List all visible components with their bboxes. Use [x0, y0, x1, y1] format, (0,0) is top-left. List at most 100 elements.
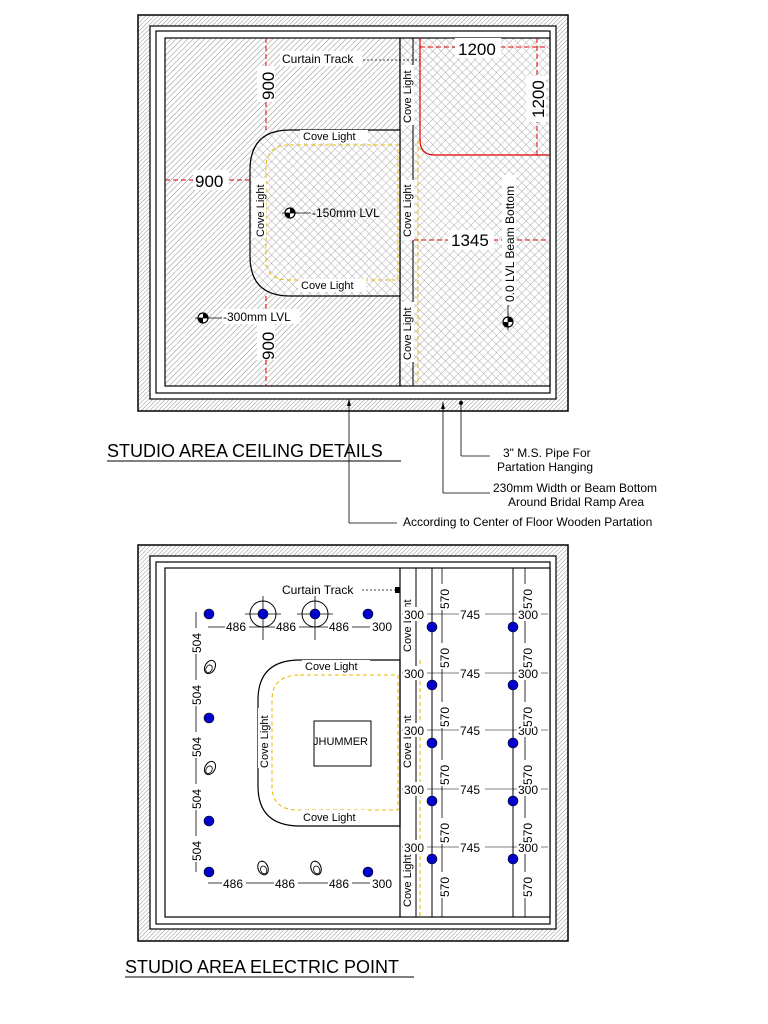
cove-light-label-partition-3: Cove Light: [402, 854, 414, 907]
right-grid-labels: 300 745 300 300 745 300 300 745 300 300 …: [403, 607, 541, 855]
blue-dot-icon: [362, 608, 374, 620]
dim-900-bottom-text: 900: [259, 332, 278, 360]
blue-dot-icon: [507, 621, 519, 633]
dim-1345-text: 1345: [451, 231, 489, 250]
blue-dot-icon: [507, 853, 519, 865]
cove-light-label-left: Cove Light: [259, 715, 271, 768]
ceiling-central-panel: [249, 129, 401, 297]
dim-300-r3a: 300: [404, 724, 424, 738]
cove-light-label-partition-2: Cove Light: [402, 184, 414, 237]
dim-486-top-2: 486: [276, 620, 296, 634]
dim-504-2: 504: [190, 685, 204, 705]
level-300-label: -300mm LVL: [223, 310, 291, 324]
light-points: [203, 608, 519, 878]
curtain-track-label: Curtain Track: [282, 583, 354, 597]
level-150-label: -150mm LVL: [312, 206, 380, 220]
dim-486-bottom-1: 486: [223, 877, 243, 891]
dimension-1345: 1345: [413, 230, 550, 250]
dim-486-top-3: 486: [329, 620, 349, 634]
dim-504-1: 504: [190, 633, 204, 653]
curtain-track-marker: [395, 587, 400, 593]
dim-300-bottom: 300: [372, 877, 392, 891]
blue-dot-icon: [203, 866, 215, 878]
dim-300-r1a: 300: [404, 608, 424, 622]
blue-dot-icon: [203, 815, 215, 827]
dimension-900-bottom: 900: [257, 296, 278, 386]
spotlight-icon: [203, 760, 217, 776]
dim-745-r5: 745: [460, 841, 480, 855]
cove-light-label-bottom: Cove Light: [303, 812, 356, 824]
blue-dot-icon: [426, 621, 438, 633]
dim-1200-h-text: 1200: [458, 40, 496, 59]
crosshair-circle-icon: [245, 596, 281, 640]
electric-plan: JHUMMER Curtain Track Cove Light Cove Li…: [137, 544, 569, 942]
blue-dot-icon: [426, 679, 438, 691]
dim-745-r4: 745: [460, 783, 480, 797]
note-beam-line2: Around Bridal Ramp Area: [508, 495, 644, 509]
dim-1200-v-text: 1200: [529, 80, 548, 118]
note-beam-line1: 230mm Width or Beam Bottom: [493, 481, 657, 495]
dim-570-l5: 570: [438, 823, 452, 843]
blue-dot-icon: [203, 712, 215, 724]
cove-light-label-bottom: Cove Light: [301, 280, 354, 292]
dim-570-labels: 570 570 570 570 570 570 570 570 570 570 …: [438, 584, 535, 898]
dimension-1200-v: 1200: [526, 38, 548, 155]
dim-570-r6: 570: [521, 877, 535, 897]
blue-dot-icon: [362, 866, 374, 878]
note-center-partition: According to Center of Floor Wooden Part…: [403, 515, 652, 529]
blue-dot-icon: [426, 853, 438, 865]
dim-300-r1b: 300: [518, 608, 538, 622]
dim-300-r4a: 300: [404, 783, 424, 797]
ceiling-plan: 900 900 900 1200 1200 1345: [137, 14, 569, 524]
dim-570-r2: 570: [521, 648, 535, 668]
cove-light-label-left: Cove Light: [255, 184, 267, 237]
dim-570-l3: 570: [438, 707, 452, 727]
blue-dot-icon: [507, 795, 519, 807]
dim-300-r2b: 300: [518, 667, 538, 681]
dim-570-l2: 570: [438, 648, 452, 668]
dim-745-r2: 745: [460, 667, 480, 681]
blue-dot-icon: [507, 679, 519, 691]
dim-column-left: 504 504 504 504 504: [189, 612, 204, 872]
dim-570-r5: 570: [521, 823, 535, 843]
note-pipe-line2: Partation Hanging: [497, 460, 593, 474]
dim-row-top: 486 486 486 300: [208, 620, 395, 634]
dim-570-l4: 570: [438, 765, 452, 785]
dim-300-r2a: 300: [404, 667, 424, 681]
electric-plan-title: STUDIO AREA ELECTRIC POINT: [125, 957, 399, 977]
spotlight-icon: [257, 860, 269, 876]
level-marker-icon: [502, 300, 514, 330]
beam-outline: [419, 38, 550, 156]
dim-570-l1: 570: [438, 589, 452, 609]
ceiling-plan-title: STUDIO AREA CEILING DETAILS: [107, 441, 383, 461]
blue-dot-icon: [426, 795, 438, 807]
blue-dot-icon: [507, 737, 519, 749]
cove-light-label-top: Cove Light: [305, 661, 358, 673]
dim-row-bottom: 486 486 486 300: [208, 876, 395, 891]
chandelier-label: JHUMMER: [313, 736, 368, 748]
dim-745-r3: 745: [460, 724, 480, 738]
spotlight-icon: [203, 659, 217, 675]
dim-504-4: 504: [190, 789, 204, 809]
dim-570-r1: 570: [521, 589, 535, 609]
dim-486-top-1: 486: [226, 620, 246, 634]
dim-300-r4b: 300: [518, 783, 538, 797]
dim-570-l6: 570: [438, 877, 452, 897]
dim-300-top: 300: [372, 620, 392, 634]
ceiling-zone-right: [399, 37, 551, 387]
note-pipe-line1: 3" M.S. Pipe For: [503, 446, 591, 460]
cove-light-line: [265, 144, 399, 281]
dimension-1200-h: 1200: [420, 38, 548, 59]
cove-light-line: [271, 674, 399, 811]
curtain-track-label: Curtain Track: [282, 52, 354, 66]
dim-570-r4: 570: [521, 765, 535, 785]
beam-bottom-label: 0.0 LVL Beam Bottom: [503, 186, 517, 302]
cove-light-label-partition-3: Cove Light: [402, 307, 414, 360]
cove-light-label-partition-1: Cove Light: [402, 70, 414, 123]
dim-300-r5b: 300: [518, 841, 538, 855]
dim-504-3: 504: [190, 737, 204, 757]
dim-486-bottom-2: 486: [275, 877, 295, 891]
dim-570-r3: 570: [521, 707, 535, 727]
spotlight-icon: [310, 860, 322, 876]
